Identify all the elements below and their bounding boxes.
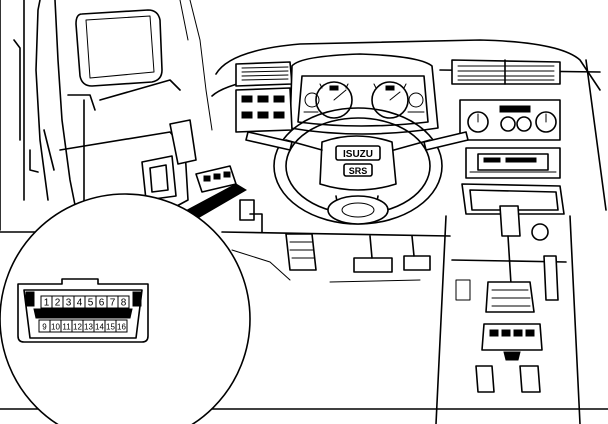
lower-console — [461, 183, 565, 215]
connector-pin-label: 5 — [88, 298, 94, 309]
connector-pin-cell — [115, 319, 128, 333]
connector-pin-cell — [117, 295, 130, 309]
connector-pin-label: 16 — [117, 323, 126, 332]
srs-badge-label: SRS — [349, 166, 368, 176]
connector-pin-label: 1 — [44, 298, 50, 309]
connector-pin-label: 12 — [73, 323, 82, 332]
connector-pin-label: 6 — [99, 298, 105, 309]
obd-connector — [17, 278, 149, 343]
left-air-vent — [235, 61, 293, 87]
connector-pin-label: 10 — [51, 323, 60, 332]
door-frame — [0, 0, 213, 231]
connector-pin-label: 7 — [110, 298, 116, 309]
connector-pin-label: 9 — [42, 323, 47, 332]
pedal-area — [221, 199, 451, 273]
connector-pin-label: 4 — [77, 298, 83, 309]
right-air-vent — [451, 59, 561, 85]
steering-badge-label: ISUZU — [343, 149, 373, 160]
steering-stalks — [245, 131, 469, 151]
door-panel — [59, 99, 197, 231]
instrument-cluster — [289, 53, 439, 135]
side-mirror — [75, 9, 163, 87]
connector-pin-label: 15 — [106, 323, 115, 332]
connector-pin-label: 11 — [62, 323, 71, 332]
connector-pin-label: 14 — [95, 323, 104, 332]
left-switch-panel — [235, 87, 293, 133]
connector-pin-label: 2 — [55, 298, 61, 309]
connector-pin-label: 8 — [121, 298, 127, 309]
connector-pin-label: 13 — [84, 323, 93, 332]
center-console — [435, 205, 581, 424]
climate-control-panel — [459, 99, 561, 141]
steering-wheel: ISUZU SRS — [273, 107, 443, 225]
radio-unit — [465, 147, 561, 179]
connector-pin-label: 3 — [66, 298, 72, 309]
